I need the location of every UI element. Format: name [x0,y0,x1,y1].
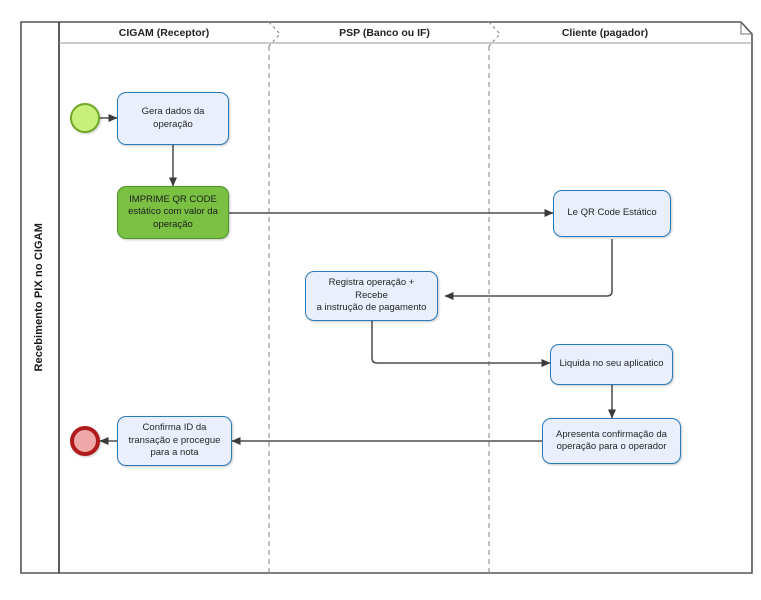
pool-title-label: Recebimento PIX no CIGAM [33,223,45,372]
task-registra-operacao-line-2: a instrução de pagamento [316,302,427,314]
pool-title: Recebimento PIX no CIGAM [20,22,58,573]
lane-header-cliente-label: Cliente (pagador) [561,27,649,39]
task-imprime-qr-code-line-2: estático com valor da [128,206,218,218]
task-imprime-qr-code-line-1: IMPRIME QR CODE [129,193,217,205]
task-le-qr-code[interactable]: Le QR Code Estático [553,190,671,237]
task-liquida-aplicativo-line-1: Liquida no seu aplicatico [559,358,664,370]
lane-header-cigam-label: CIGAM (Receptor) [118,27,210,39]
task-gera-dados-line-2: operação [153,118,193,130]
task-liquida-aplicativo[interactable]: Liquida no seu aplicatico [550,344,673,385]
lane-header-cliente: Cliente (pagador) [500,23,710,43]
task-gera-dados[interactable]: Gera dados da operação [117,92,229,145]
task-registra-operacao-line-1: Registra operação + Recebe [328,277,415,301]
task-confirma-id[interactable]: Confirma ID da transação e procegue para… [117,416,232,466]
task-apresenta-confirmacao-line-1: Apresenta confirmação da [556,428,667,440]
task-apresenta-confirmacao-line-2: operação para o operador [556,441,667,452]
end-event[interactable] [70,426,100,456]
task-confirma-id-line-1: Confirma ID da [142,422,207,434]
lane-header-psp-label: PSP (Banco ou IF) [339,27,430,39]
lane-header-psp: PSP (Banco ou IF) [280,23,489,43]
pool-right-notch [740,22,752,35]
task-gera-dados-line-1: Gera dados da [141,106,205,117]
start-event[interactable] [70,103,100,133]
task-registra-operacao[interactable]: Registra operação + Recebe a instrução d… [305,271,438,321]
task-confirma-id-line-3: para a nota [150,447,199,459]
task-imprime-qr-code-line-3: operação [153,218,193,230]
lane-header-cigam: CIGAM (Receptor) [59,23,269,43]
task-confirma-id-line-2: transação e procegue [128,434,221,446]
task-imprime-qr-code[interactable]: IMPRIME QR CODE estático com valor da op… [117,186,229,239]
task-le-qr-code-line-1: Le QR Code Estático [567,207,657,219]
task-apresenta-confirmacao[interactable]: Apresenta confirmação da operação para o… [542,418,681,464]
